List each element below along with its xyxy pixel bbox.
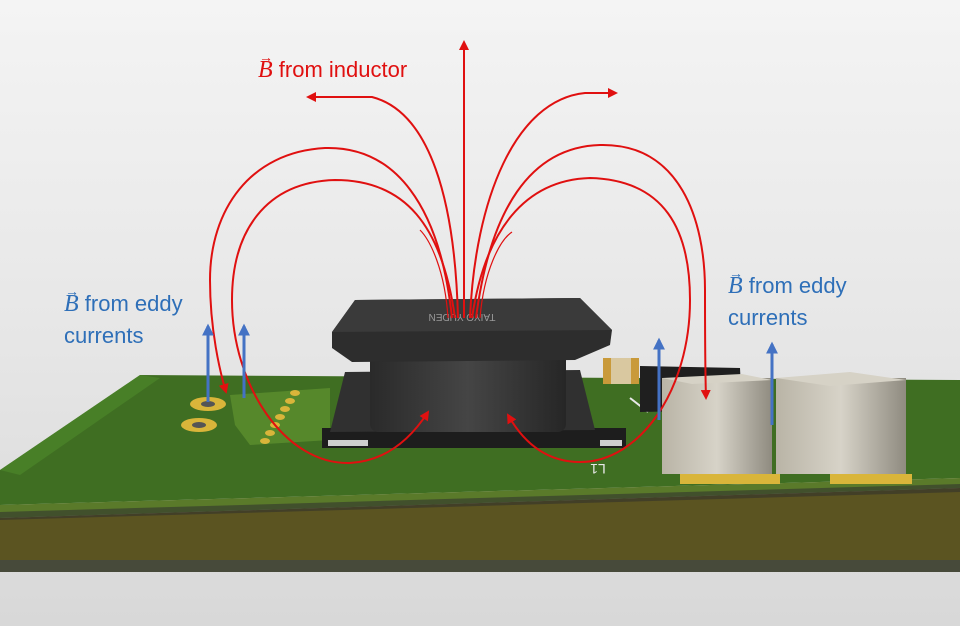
eddy-left-line1: from eddy <box>84 291 183 316</box>
b-vector-symbol: B <box>728 273 743 299</box>
field-line-right-inner <box>471 176 692 464</box>
field-line-left-inner <box>230 178 456 465</box>
inductor-marking: TAIYO YUDEN <box>429 311 496 322</box>
eddy-left-line2: currents <box>64 323 144 348</box>
eddy-left-label: B from eddy currents <box>64 288 254 352</box>
small-components <box>603 358 912 484</box>
inductor-field-text: from inductor <box>278 57 408 82</box>
field-line-bundle-1 <box>419 229 449 319</box>
field-line-bundle-2 <box>479 231 513 319</box>
b-vector-symbol: B <box>258 57 273 83</box>
field-line-left-outer <box>306 92 459 319</box>
eddy-right-line1: from eddy <box>748 273 847 298</box>
inductor: TAIYO YUDEN L1 <box>322 298 649 477</box>
silkscreen-l1: L1 <box>590 461 606 477</box>
eddy-right-line2: currents <box>728 305 808 330</box>
b-vector-symbol: B <box>64 291 79 317</box>
eddy-right-label: B from eddy currents <box>728 270 918 334</box>
field-line-right-mid <box>475 143 711 400</box>
field-line-right-outer <box>469 88 618 319</box>
inductor-field-label: B from inductor <box>258 54 407 86</box>
eddy-field-arrows <box>202 323 778 425</box>
